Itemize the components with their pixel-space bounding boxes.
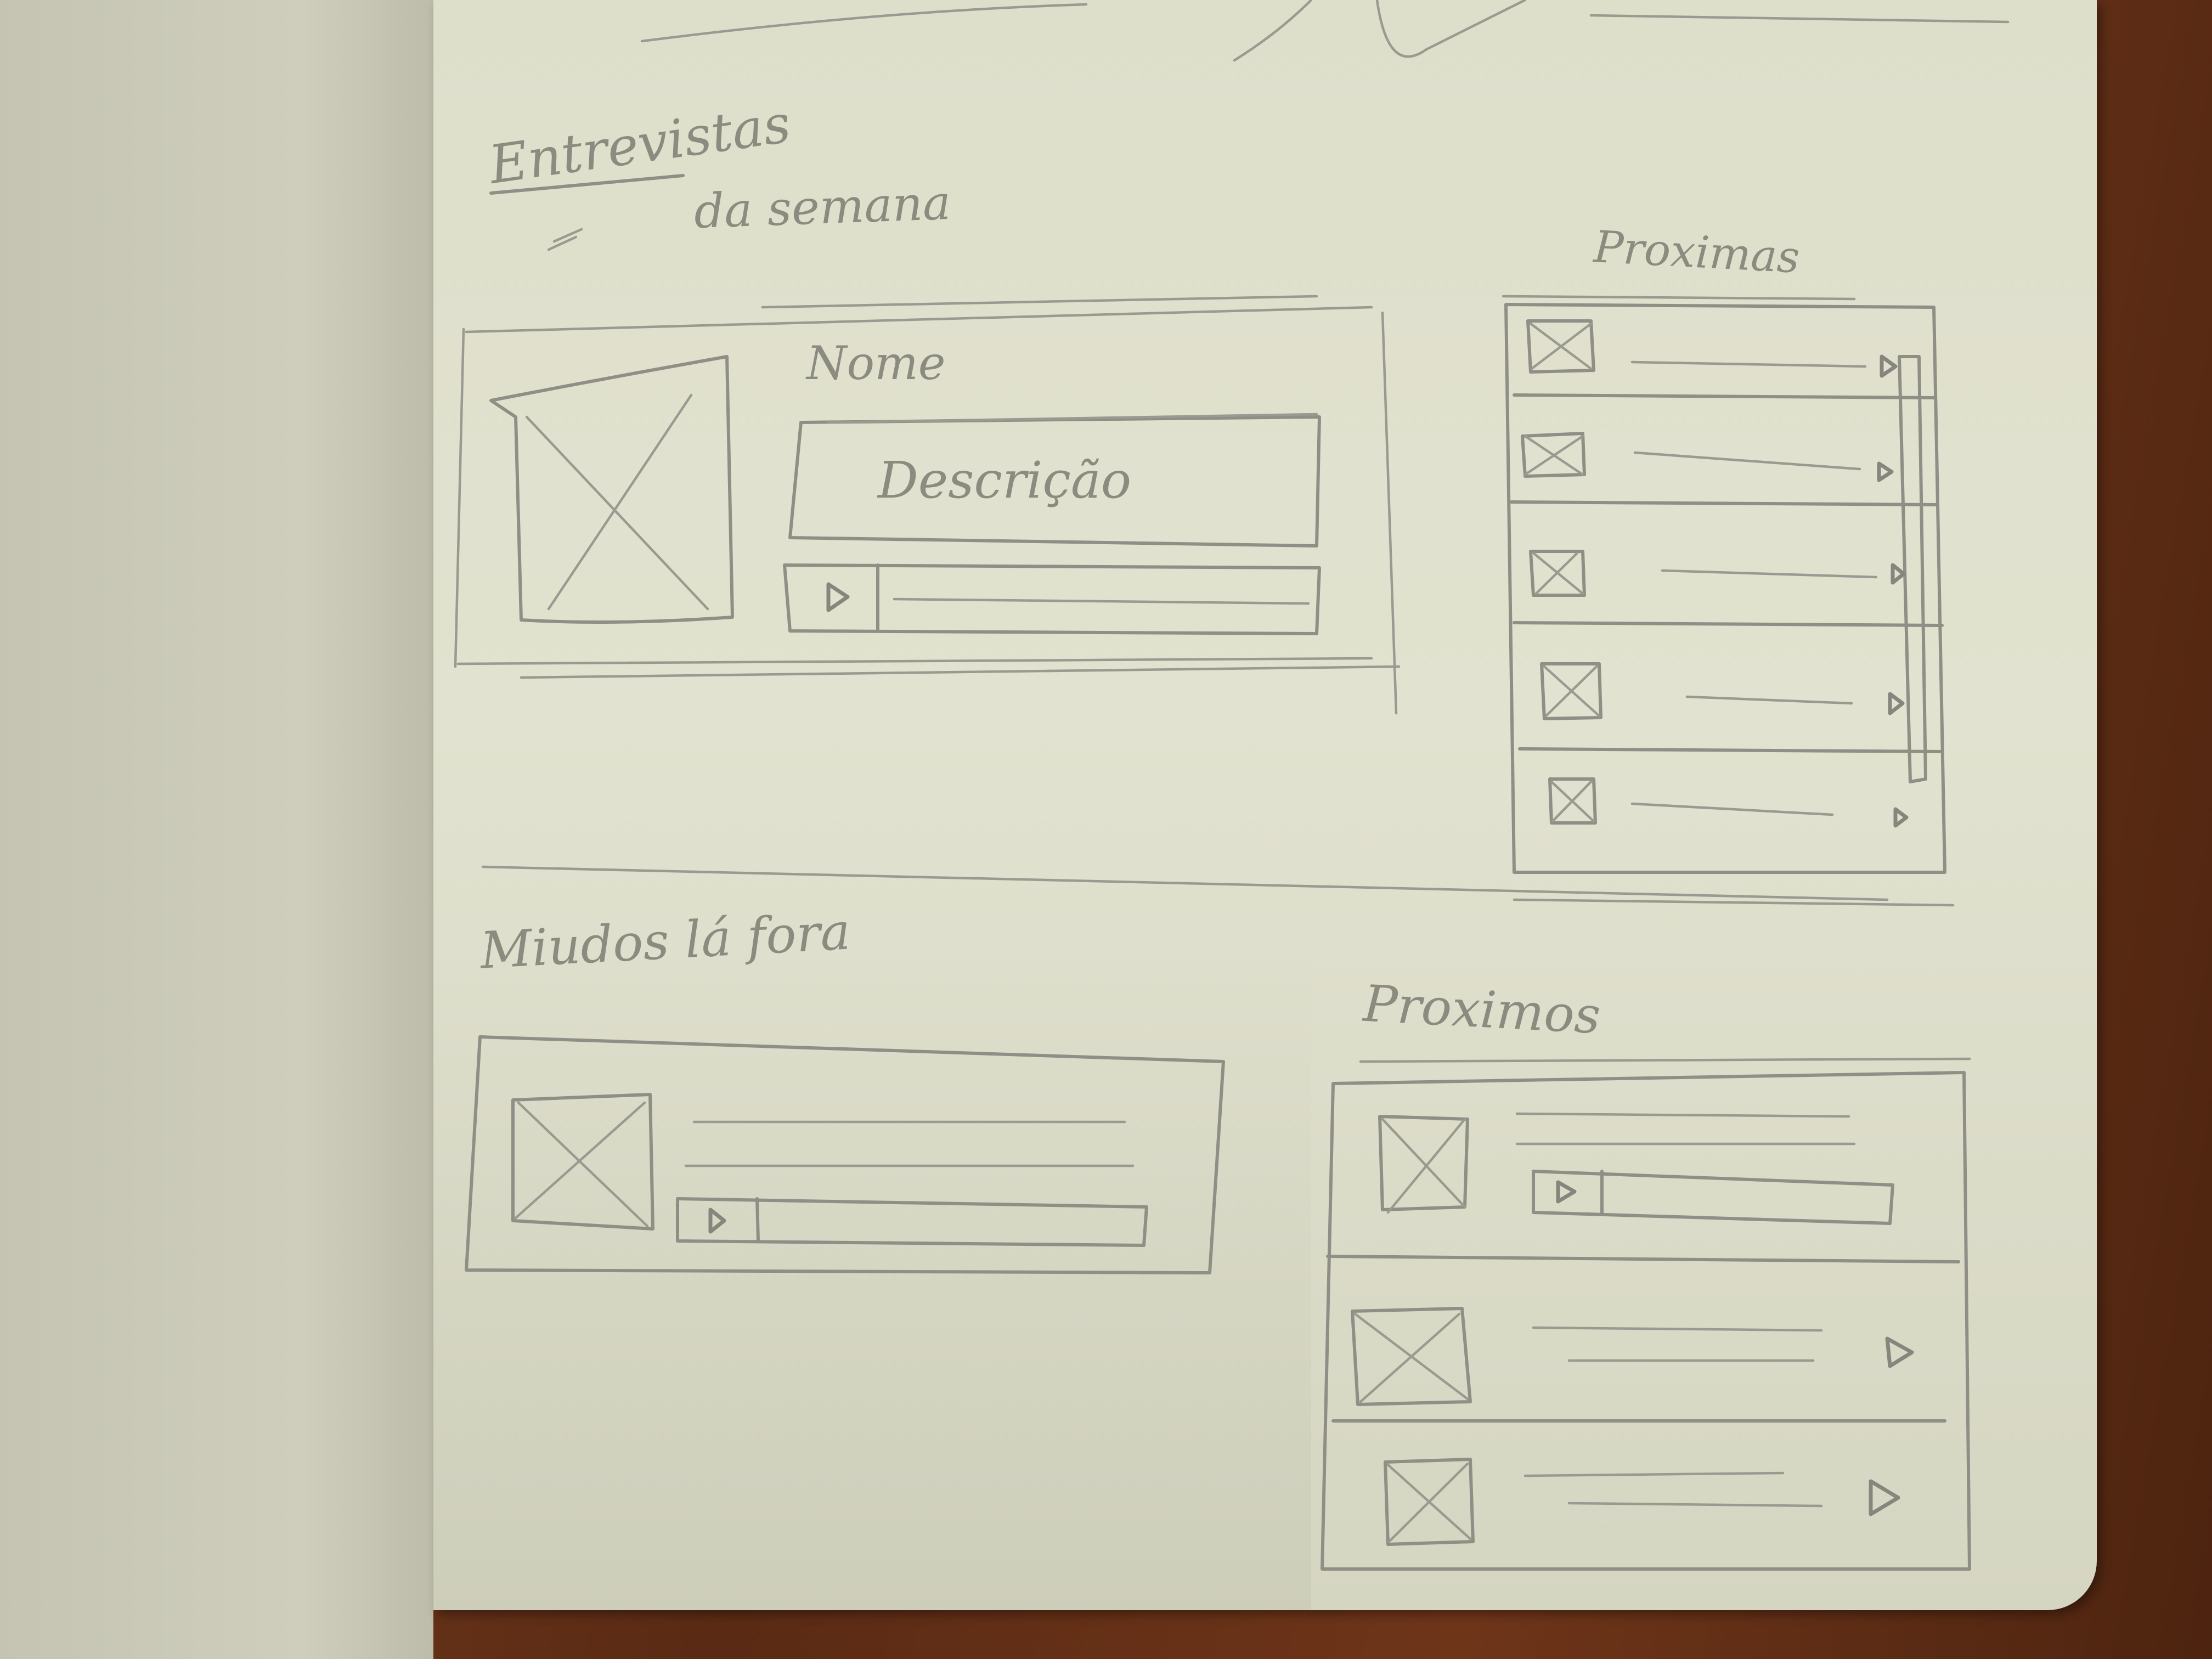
play-icon[interactable] [826,582,850,612]
upcoming-item[interactable] [1521,432,1894,482]
abroad-image-placeholder [511,1093,654,1231]
section-divider-vertical [1381,311,1398,715]
description-box [788,413,1321,548]
upcoming-episodes-list [1321,1057,1971,1571]
upcoming-item[interactable] [1529,550,1906,597]
play-icon[interactable] [1877,461,1894,482]
upcoming-episodes-title: Proximos [1362,974,1602,1046]
featured-description-label: Descrição [878,451,1132,510]
section-subtitle-week: da semana [693,175,952,240]
play-icon[interactable] [1891,563,1906,585]
upcoming-episode-item[interactable] [1384,1458,1900,1546]
play-icon[interactable] [1869,1479,1900,1516]
upcoming-item[interactable] [1526,319,1898,378]
featured-image-placeholder [489,355,734,624]
play-icon[interactable] [1888,692,1905,715]
upcoming-item[interactable] [1540,662,1905,720]
ditto-mark [547,228,583,251]
list-scrollbar[interactable] [1898,355,1927,783]
notebook-right-page [433,0,2097,1610]
featured-audio-player[interactable] [783,563,1321,635]
abroad-text-lines [684,1120,1135,1167]
play-icon[interactable] [1885,1336,1914,1368]
play-icon[interactable] [1880,354,1898,378]
upcoming-episode-item[interactable] [1351,1307,1914,1406]
notebook-left-page [0,0,433,1659]
section-divider-horizontal [481,865,1889,901]
upcoming-episode-item[interactable] [1378,1112,1894,1225]
play-icon[interactable] [708,1207,726,1234]
play-icon[interactable] [1556,1180,1577,1204]
featured-interview-card[interactable] [454,295,1401,715]
featured-name-label: Nome [806,336,946,390]
top-doodle [640,0,2010,62]
abroad-audio-player[interactable] [676,1197,1148,1247]
upcoming-item[interactable] [1548,777,1909,828]
upcoming-interviews-list [1502,295,1955,907]
upcoming-interviews-title: Proximas [1592,221,1801,283]
title-underline [489,174,685,195]
abroad-kids-card[interactable] [465,1035,1225,1274]
progress-track[interactable] [893,597,1310,605]
play-icon[interactable] [1893,807,1909,828]
